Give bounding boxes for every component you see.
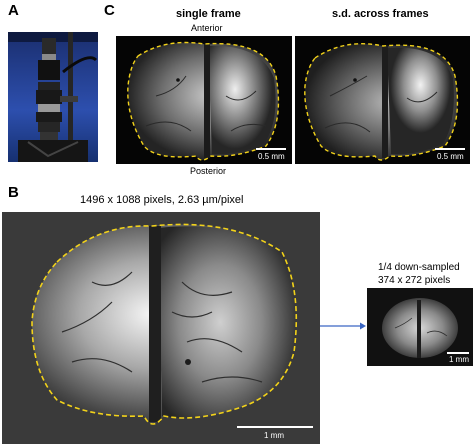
panel-label-a: A xyxy=(8,2,19,19)
panel-label-c: C xyxy=(104,2,115,19)
camera-setup-photo xyxy=(8,32,98,162)
scale-bar-full xyxy=(237,426,313,428)
scale-bar-right xyxy=(435,148,465,150)
downsample-arrow-icon xyxy=(320,318,366,330)
full-resolution-image: 1 mm xyxy=(2,212,320,444)
downsampled-title: 1/4 down-sampled xyxy=(378,262,460,273)
panel-label-b: B xyxy=(8,184,19,201)
scale-label-full: 1 mm xyxy=(264,431,284,440)
posterior-label: Posterior xyxy=(190,166,227,176)
scale-bar-downsampled xyxy=(447,352,469,354)
downsampled-pixels: 374 x 272 pixels xyxy=(378,275,451,286)
resolution-caption: 1496 x 1088 pixels, 2.63 µm/pixel xyxy=(80,194,244,206)
downsampled-image: 1 mm xyxy=(367,288,473,366)
scale-label-downsampled: 1 mm xyxy=(449,355,469,364)
single-frame-image: 0.5 mm xyxy=(116,36,292,164)
anterior-label: Anterior xyxy=(191,23,223,33)
sd-across-frames-image: 0.5 mm xyxy=(295,36,470,164)
sd-across-frames-title: s.d. across frames xyxy=(332,8,429,20)
scale-label-right: 0.5 mm xyxy=(437,152,464,161)
scale-label-left: 0.5 mm xyxy=(258,152,285,161)
single-frame-title: single frame xyxy=(176,8,241,20)
scale-bar-left xyxy=(256,148,286,150)
